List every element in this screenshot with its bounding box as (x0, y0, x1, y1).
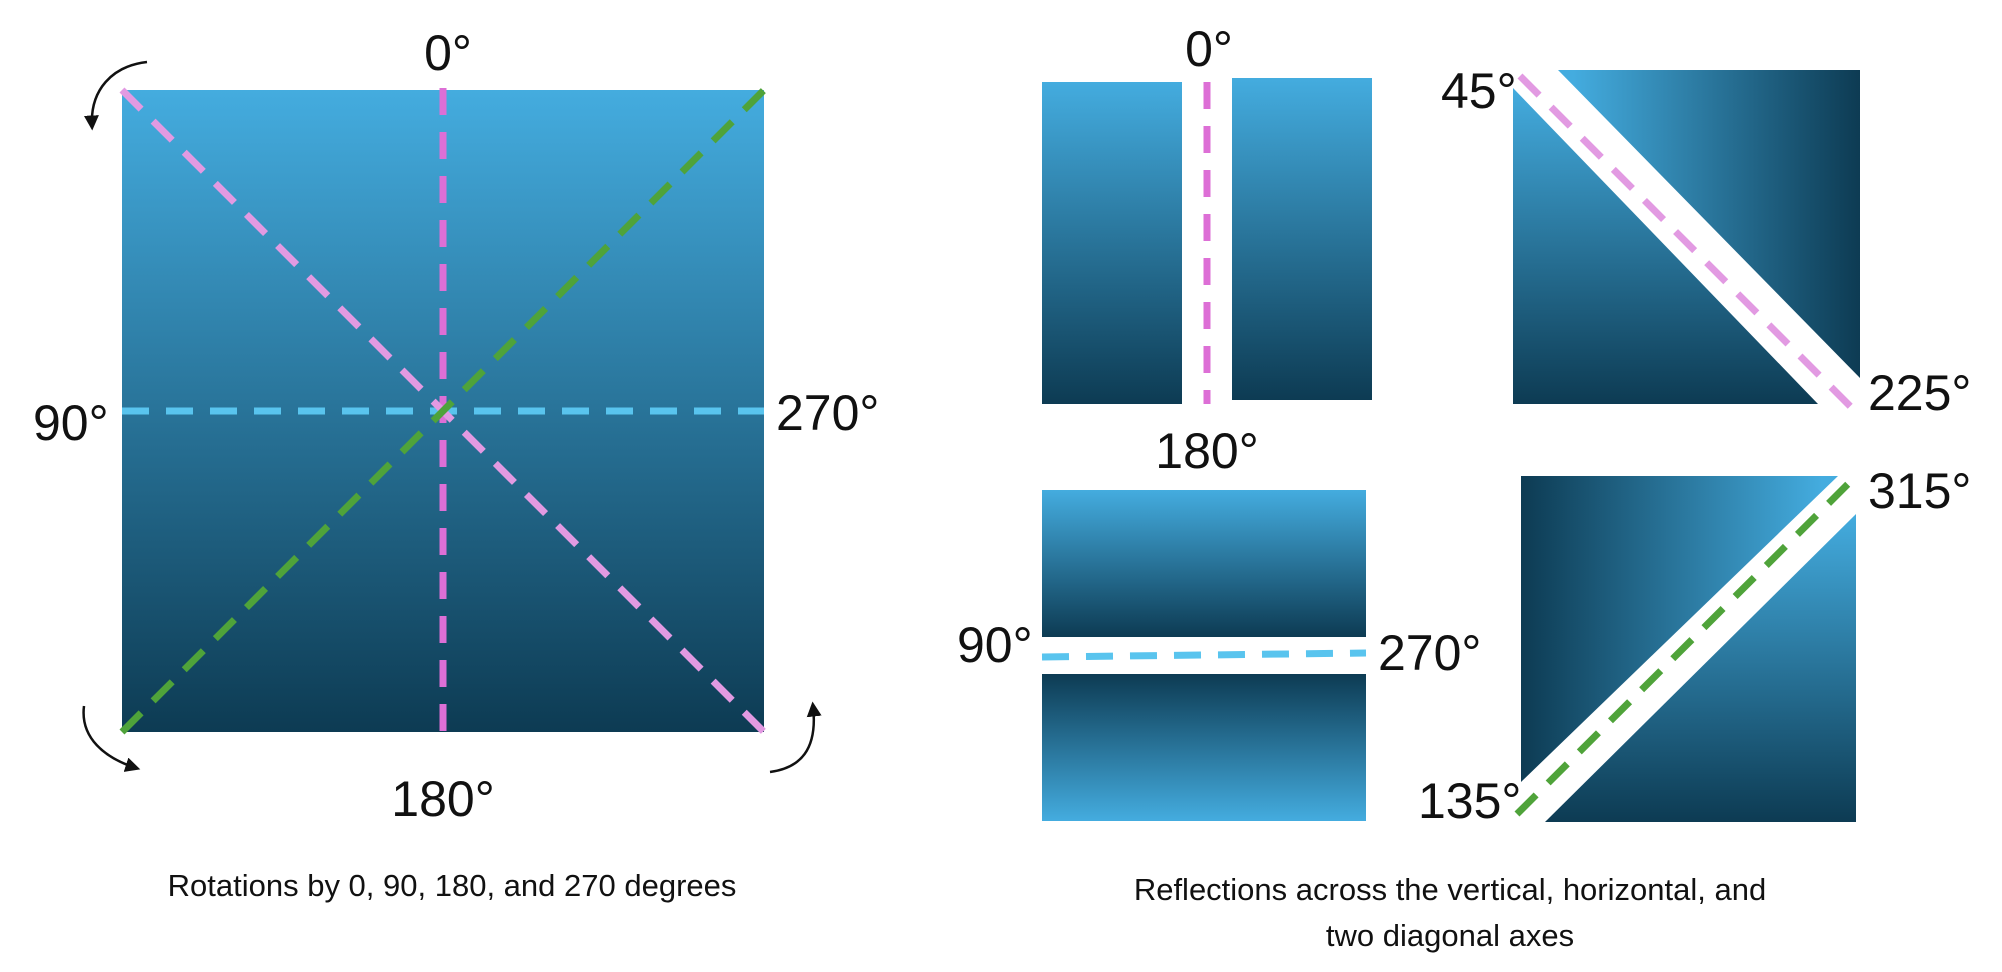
reflection-caption-line-2: two diagonal axes (1326, 918, 1574, 953)
vertical-reflection: 0° 180° (1042, 21, 1372, 479)
rotation-label-right: 270° (776, 385, 879, 441)
anti-diagonal-lower-triangle (1545, 514, 1856, 822)
rotate-arrow-icon (83, 60, 148, 131)
horizontal-reflection: 90° 270° (957, 490, 1481, 821)
horizontal-reflection-bottom-half (1042, 674, 1366, 821)
main-diagonal-label-end: 225° (1868, 365, 1971, 421)
horizontal-reflection-axis-line (1041, 649, 1367, 661)
rotation-panel: 0° 90° 270° 180° Rotations by 0, 90, 180… (33, 25, 879, 903)
rotation-label-left: 90° (33, 395, 109, 451)
reflection-caption-line-1: Reflections across the vertical, horizon… (1134, 872, 1766, 907)
main-diagonal-reflection-axis-line (1517, 73, 1859, 415)
horizontal-reflection-label-right: 270° (1378, 625, 1481, 681)
horizontal-reflection-label-left: 90° (957, 617, 1033, 673)
rotation-label-bottom: 180° (391, 771, 494, 827)
reflection-panel: 0° 180° 45° 225° 90° 270° 135° 315° R (957, 21, 1971, 953)
vertical-reflection-label-top: 0° (1185, 21, 1233, 77)
rotate-arrow-icon (82, 705, 141, 772)
main-diagonal-lower-triangle (1513, 88, 1818, 404)
anti-diagonal-axis-line (119, 87, 767, 735)
anti-diagonal-reflection-axis-line (1514, 477, 1855, 817)
rotation-label-top: 0° (424, 25, 472, 81)
anti-diagonal-upper-triangle (1521, 476, 1838, 782)
vertical-reflection-right-half (1232, 78, 1372, 400)
main-diagonal-reflection: 45° 225° (1441, 63, 1971, 421)
vertical-reflection-left-half (1042, 82, 1182, 404)
anti-diagonal-label-start: 135° (1418, 773, 1521, 829)
vertical-reflection-label-bottom: 180° (1155, 423, 1258, 479)
horizontal-reflection-top-half (1042, 490, 1366, 637)
anti-diagonal-reflection: 135° 315° (1418, 463, 1971, 829)
rotate-arrow-icon (769, 701, 822, 774)
rotation-caption: Rotations by 0, 90, 180, and 270 degrees (168, 868, 737, 903)
main-diagonal-upper-triangle (1558, 70, 1860, 378)
anti-diagonal-label-end: 315° (1868, 463, 1971, 519)
main-diagonal-label-start: 45° (1441, 63, 1517, 119)
